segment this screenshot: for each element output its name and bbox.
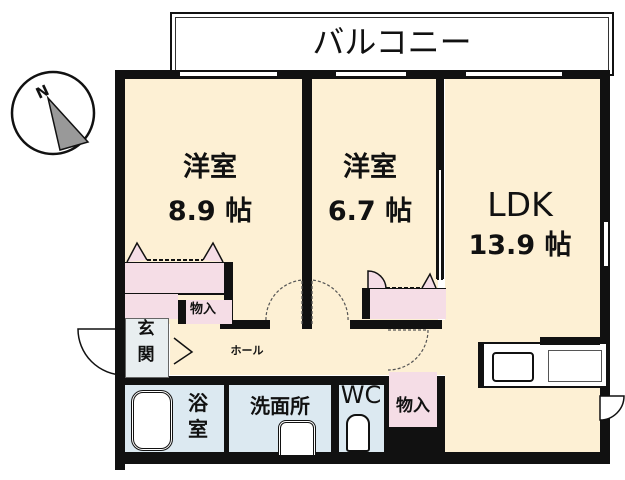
wall-closet-1 bbox=[224, 262, 233, 327]
wall-wash-wc bbox=[331, 385, 339, 452]
stove-icon bbox=[548, 350, 602, 382]
door-swing-icon bbox=[265, 279, 349, 324]
wall-kitchen-back bbox=[540, 337, 600, 345]
sliding-door-room2-ldk bbox=[437, 170, 443, 280]
window-room1 bbox=[180, 70, 277, 78]
window-ldk-side bbox=[602, 222, 610, 266]
closet-room-1-doors-icon bbox=[126, 241, 224, 263]
storage-2-label: 物入 bbox=[396, 396, 430, 416]
storage-1-label: 物入 bbox=[189, 302, 216, 317]
western-room-2-name: 洋室 bbox=[343, 152, 397, 183]
wall-bottom bbox=[115, 452, 610, 464]
ldk-door-swing-icon bbox=[387, 329, 429, 371]
shoe-box-icon bbox=[173, 337, 194, 365]
compass: N bbox=[8, 68, 98, 158]
wall-bath-wash bbox=[224, 385, 229, 452]
ldk-name: LDK bbox=[487, 185, 553, 224]
hall-floor bbox=[170, 320, 445, 375]
bathroom-label-bottom: 室 bbox=[188, 417, 208, 441]
bathtub-icon bbox=[131, 390, 173, 451]
wall-room1-room2 bbox=[302, 79, 312, 329]
storage-1 bbox=[178, 300, 232, 324]
wall-storage-2-bottom bbox=[389, 427, 441, 452]
wall-wc-storage-right bbox=[437, 376, 445, 456]
entrance-floor bbox=[125, 318, 169, 378]
window-ldk bbox=[466, 70, 562, 78]
ldk-size: 13.9 帖 bbox=[468, 230, 572, 261]
storage-2 bbox=[389, 372, 437, 427]
ldk-floor bbox=[445, 79, 600, 452]
compass-icon: N bbox=[10, 70, 96, 156]
western-room-1-name: 洋室 bbox=[183, 152, 237, 183]
side-door-icon[interactable] bbox=[598, 394, 625, 424]
western-room-2-size: 6.7 帖 bbox=[327, 196, 413, 227]
closet-room-2-doors-icon bbox=[367, 270, 437, 289]
entrance-label-top: 玄 bbox=[137, 319, 155, 339]
bathroom-label-top: 浴 bbox=[188, 391, 208, 415]
wall-left bbox=[115, 70, 125, 470]
western-room-1-size: 8.9 帖 bbox=[167, 196, 253, 227]
toilet-icon bbox=[346, 414, 370, 452]
wall-wc-storage bbox=[384, 385, 389, 452]
balcony: バルコニー bbox=[170, 12, 614, 76]
wall-wet-top bbox=[125, 376, 445, 385]
sink-icon bbox=[492, 352, 534, 382]
entrance-door-icon[interactable] bbox=[76, 327, 126, 377]
entrance-label-bottom: 関 bbox=[137, 345, 155, 365]
kitchen-counter bbox=[478, 342, 608, 388]
wall-room2-bottom bbox=[350, 320, 442, 329]
closet-room-2 bbox=[362, 288, 446, 319]
balcony-label: バルコニー bbox=[312, 23, 472, 61]
washroom-label: 洗面所 bbox=[250, 394, 310, 418]
wall-room1-bottom bbox=[220, 320, 270, 329]
hall-label: ホール bbox=[230, 344, 264, 357]
toilet-label: WC bbox=[340, 381, 382, 409]
washbasin-icon bbox=[278, 420, 316, 455]
window-room2 bbox=[336, 70, 406, 78]
closet-room-1-lower bbox=[125, 294, 178, 319]
